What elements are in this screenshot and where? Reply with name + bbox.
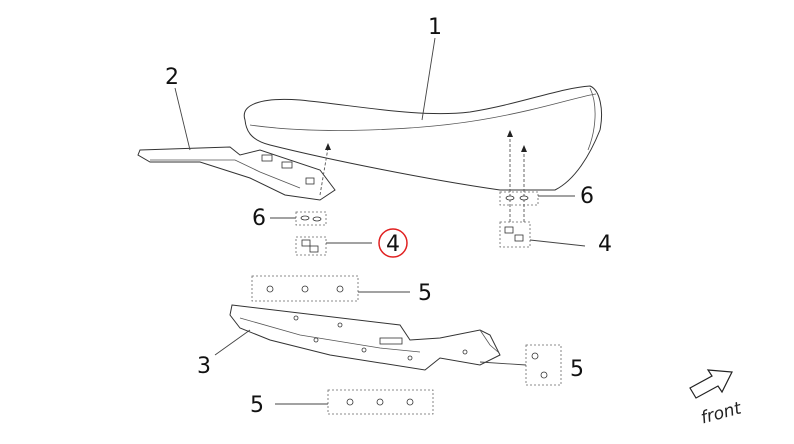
washer-left-box[interactable] [295, 211, 327, 226]
arrow-head-icon [507, 130, 513, 137]
arrow-head-icon [325, 143, 331, 150]
callout-4-highlighted[interactable]: 4 [386, 232, 400, 257]
callout-6-left: 6 [252, 206, 266, 231]
seat-part[interactable] [243, 85, 603, 191]
callout-5-bottom: 5 [250, 393, 264, 418]
bolts-right-box[interactable] [525, 344, 562, 386]
leader-1 [421, 37, 436, 121]
callout-6-right: 6 [580, 184, 594, 209]
washer-right-box[interactable] [499, 191, 539, 206]
bolts-bottom-box[interactable] [327, 389, 434, 415]
callout-5-top: 5 [418, 281, 432, 306]
front-label: front [699, 398, 745, 428]
callout-1: 1 [428, 15, 442, 40]
rear-bracket-part[interactable] [137, 146, 336, 201]
front-arrow-icon [689, 369, 733, 399]
leader-3 [214, 329, 251, 356]
front-bracket-part[interactable] [229, 304, 501, 371]
bolts-top-box[interactable] [251, 275, 359, 302]
highlight-circle [378, 228, 408, 258]
arrow-head-icon [521, 145, 527, 152]
nut-right-box[interactable] [499, 221, 531, 248]
assembly-arrow [319, 147, 329, 196]
callout-4-right: 4 [598, 232, 612, 257]
leader-2 [174, 87, 191, 151]
callout-5-right: 5 [570, 357, 584, 382]
callout-3: 3 [197, 354, 211, 379]
callout-2: 2 [165, 65, 179, 90]
